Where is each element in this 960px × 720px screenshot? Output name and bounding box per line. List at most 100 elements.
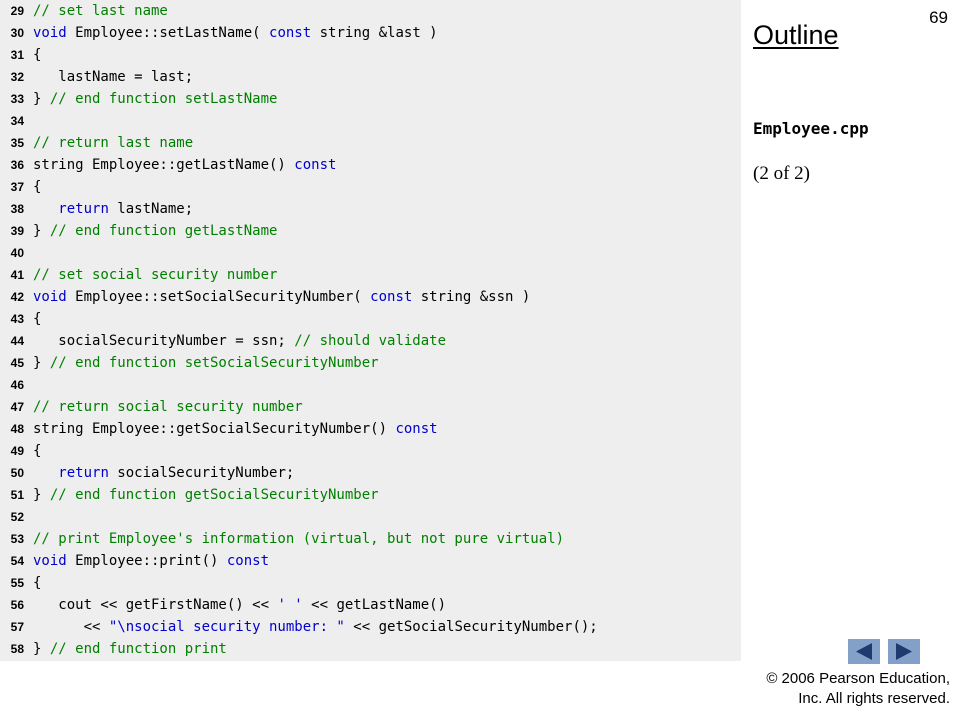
code-comment: // return social security number (33, 399, 303, 415)
line-number: 43 (10, 312, 24, 326)
code-keyword: return (58, 201, 109, 217)
line-number: 58 (10, 642, 24, 656)
outline-title: Outline (753, 20, 839, 50)
code-comment: // end function getLastName (49, 223, 278, 239)
code-comment: // return last name (33, 135, 194, 151)
line-number: 52 (10, 510, 24, 524)
code-token: lastName; (108, 201, 194, 217)
code-keyword: const (395, 421, 438, 437)
next-slide-button[interactable] (888, 639, 920, 664)
line-number: 55 (10, 576, 24, 590)
code-token: Employee::print() (66, 553, 227, 569)
code-token: lastName = last; (33, 69, 194, 85)
code-keyword: return (58, 465, 109, 481)
code-comment: // set last name (33, 3, 168, 19)
code-token: } (33, 487, 50, 503)
code-text: return lastName; (33, 198, 193, 220)
line-number: 48 (10, 422, 24, 436)
code-text: // set social security number (33, 264, 277, 286)
line-number: 56 (10, 598, 24, 612)
code-token: } (33, 641, 50, 657)
code-comment: // end function getSocialSecurityNumber (49, 487, 379, 503)
line-number: 46 (10, 378, 24, 392)
code-text: { (33, 572, 41, 594)
line-number: 30 (10, 26, 24, 40)
code-token: string Employee::getSocialSecurityNumber… (33, 421, 396, 437)
code-text: { (33, 308, 41, 330)
code-text: lastName = last; (33, 66, 193, 88)
code-text: socialSecurityNumber = ssn; // should va… (33, 330, 446, 352)
code-text: { (33, 176, 41, 198)
line-number: 38 (10, 202, 24, 216)
code-keyword: void (33, 553, 67, 569)
code-string: "\nsocial security number: " (108, 619, 345, 635)
code-comment: // set social security number (33, 267, 278, 283)
code-token: } (33, 355, 50, 371)
code-token: socialSecurityNumber = ssn; (33, 333, 295, 349)
code-keyword: const (269, 25, 312, 41)
code-token: } (33, 91, 50, 107)
code-comment: // should validate (294, 333, 447, 349)
code-token: << getSocialSecurityNumber(); (344, 619, 598, 635)
code-keyword: const (226, 553, 270, 569)
code-keyword: const (370, 289, 413, 305)
code-token: Employee::setSocialSecurityNumber( (66, 289, 371, 305)
line-number: 35 (10, 136, 24, 150)
line-number: 41 (10, 268, 24, 282)
code-text: << "\nsocial security number: " << getSo… (33, 616, 598, 638)
code-token: Employee::setLastName( (66, 25, 270, 41)
copyright-line-1: © 2006 Pearson Education, (766, 670, 950, 687)
code-token: cout << getFirstName() << (33, 597, 278, 613)
code-text: { (33, 440, 41, 462)
triangle-left-icon (856, 643, 872, 660)
copyright-line-2: Inc. All rights reserved. (798, 690, 950, 707)
page-indicator: (2 of 2) (753, 163, 810, 184)
code-text: } // end function getSocialSecurityNumbe… (33, 484, 379, 506)
code-text: // set last name (33, 0, 168, 22)
code-token: << (33, 619, 109, 635)
code-token: string Employee::getLastName() (33, 157, 295, 173)
line-number: 40 (10, 246, 24, 260)
code-token: { (33, 443, 42, 459)
code-comment: // end function print (49, 641, 227, 657)
line-number: 31 (10, 48, 24, 62)
code-keyword: const (294, 157, 337, 173)
line-number: 47 (10, 400, 24, 414)
code-token: socialSecurityNumber; (108, 465, 295, 481)
code-comment: // end function setSocialSecurityNumber (49, 355, 379, 371)
file-name: Employee.cpp (753, 119, 869, 138)
code-keyword: void (33, 289, 67, 305)
code-text: // print Employee's information (virtual… (33, 528, 564, 550)
code-text: // return last name (33, 132, 193, 154)
code-text: } // end function setLastName (33, 88, 277, 110)
code-token (33, 465, 58, 481)
code-comment: // print Employee's information (virtual… (33, 531, 565, 547)
code-token: << getLastName() (302, 597, 447, 613)
line-number: 37 (10, 180, 24, 194)
triangle-right-icon (896, 643, 912, 660)
slide-number: 69 (929, 8, 948, 27)
code-text: cout << getFirstName() << ' ' << getLast… (33, 594, 446, 616)
line-number: 32 (10, 70, 24, 84)
line-number: 51 (10, 488, 24, 502)
code-text: string Employee::getSocialSecurityNumber… (33, 418, 438, 440)
code-token: } (33, 223, 50, 239)
line-number: 36 (10, 158, 24, 172)
code-text: } // end function setSocialSecurityNumbe… (33, 352, 379, 374)
code-token: { (33, 575, 42, 591)
line-number: 29 (10, 4, 24, 18)
code-token: string &ssn ) (412, 289, 531, 305)
line-number: 57 (10, 620, 24, 634)
line-number: 54 (10, 554, 24, 568)
line-number: 42 (10, 290, 24, 304)
line-number: 34 (10, 114, 24, 128)
code-token: string &last ) (311, 25, 438, 41)
code-token (33, 201, 58, 217)
code-string: ' ' (277, 597, 303, 613)
copyright-notice: © 2006 Pearson Education, Inc. All right… (766, 669, 950, 709)
previous-slide-button[interactable] (848, 639, 880, 664)
line-number: 50 (10, 466, 24, 480)
code-text: } // end function print (33, 638, 227, 660)
code-text: { (33, 44, 41, 66)
